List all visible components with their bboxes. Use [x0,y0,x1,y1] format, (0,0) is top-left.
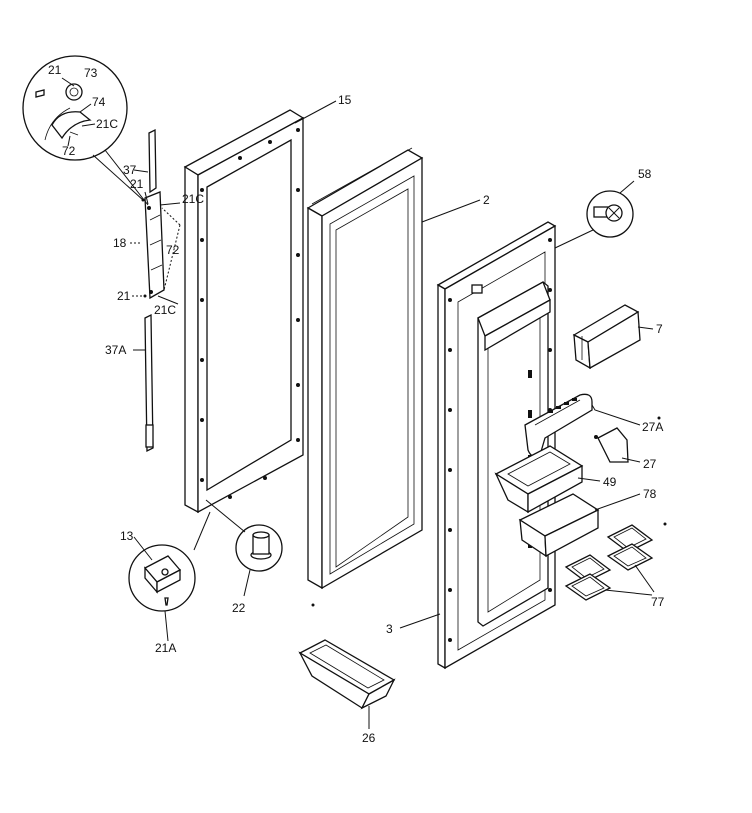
label-58: 58 [638,167,652,181]
label-2: 2 [483,193,490,207]
label-72-mid: 72 [166,243,180,257]
bracket-part [128,544,196,612]
bin-part [298,639,396,710]
dispenser-paddle-part [524,393,593,458]
dispenser-cover-part [572,304,641,370]
stray-dots [311,416,667,607]
label-18: 18 [113,236,127,250]
leader-lines [130,100,654,729]
inset-label-74: 74 [92,95,106,109]
label-78: 78 [643,487,657,501]
label-37: 37 [123,163,137,177]
label-13: 13 [120,529,134,543]
label-15: 15 [338,93,352,107]
label-7: 7 [656,322,663,336]
inset-label-73: 73 [84,66,98,80]
part-labels: 15 2 3 58 7 27A 27 49 78 77 26 22 13 21A… [48,63,665,745]
small-box-parts [564,524,655,601]
label-49: 49 [603,475,617,489]
inset-label-21: 21 [48,63,62,77]
label-21-top: 21 [130,177,144,191]
label-26: 26 [362,731,376,745]
label-22: 22 [232,601,246,615]
label-21c-bottom: 21C [154,303,176,317]
label-3: 3 [386,622,393,636]
label-27: 27 [643,457,657,471]
label-27a: 27A [642,420,663,434]
label-77: 77 [651,595,665,609]
inset-label-21c: 21C [96,117,118,131]
label-21a: 21A [155,641,176,655]
inset-label-72: 72 [62,144,76,158]
cap-part [235,524,283,572]
screw-part [586,190,634,238]
hinge-detail-inset [22,55,149,206]
door-gasket-part [306,147,424,590]
container-part [518,493,600,558]
drip-tray-part [494,445,584,514]
door-frame-part [183,109,305,514]
hinge-strip-assembly [141,128,165,453]
label-37a: 37A [105,343,126,357]
flap-part [594,427,629,463]
label-21c-top: 21C [182,192,204,206]
label-21-bottom: 21 [117,289,131,303]
